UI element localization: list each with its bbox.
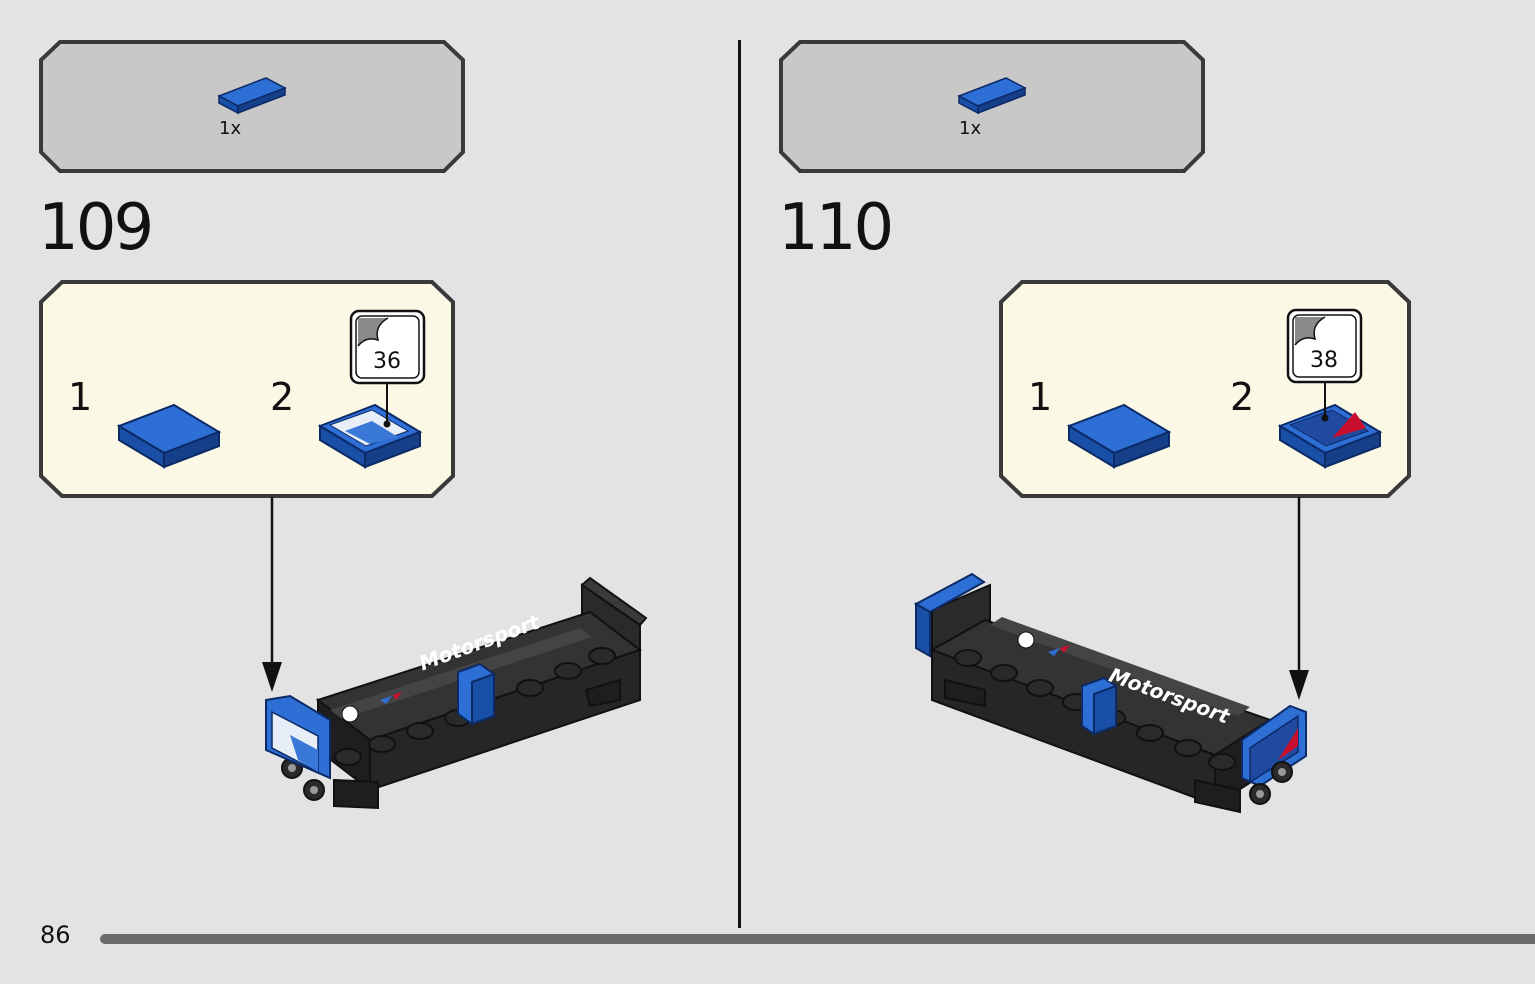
page-number: 86 — [40, 921, 71, 949]
substep-label: 2 — [270, 375, 295, 419]
page-divider — [738, 40, 741, 928]
substep-label: 1 — [68, 375, 93, 419]
page-progress-bar — [100, 934, 1535, 944]
part-quantity: 1x — [959, 118, 982, 139]
sticker-number: 36 — [373, 349, 401, 374]
step-number: 110 — [778, 191, 894, 265]
step-number: 109 — [38, 191, 154, 265]
substep-label: 1 — [1028, 375, 1053, 419]
sticker-number: 38 — [1310, 348, 1338, 373]
substep-label: 2 — [1230, 375, 1255, 419]
part-quantity: 1x — [219, 118, 242, 139]
